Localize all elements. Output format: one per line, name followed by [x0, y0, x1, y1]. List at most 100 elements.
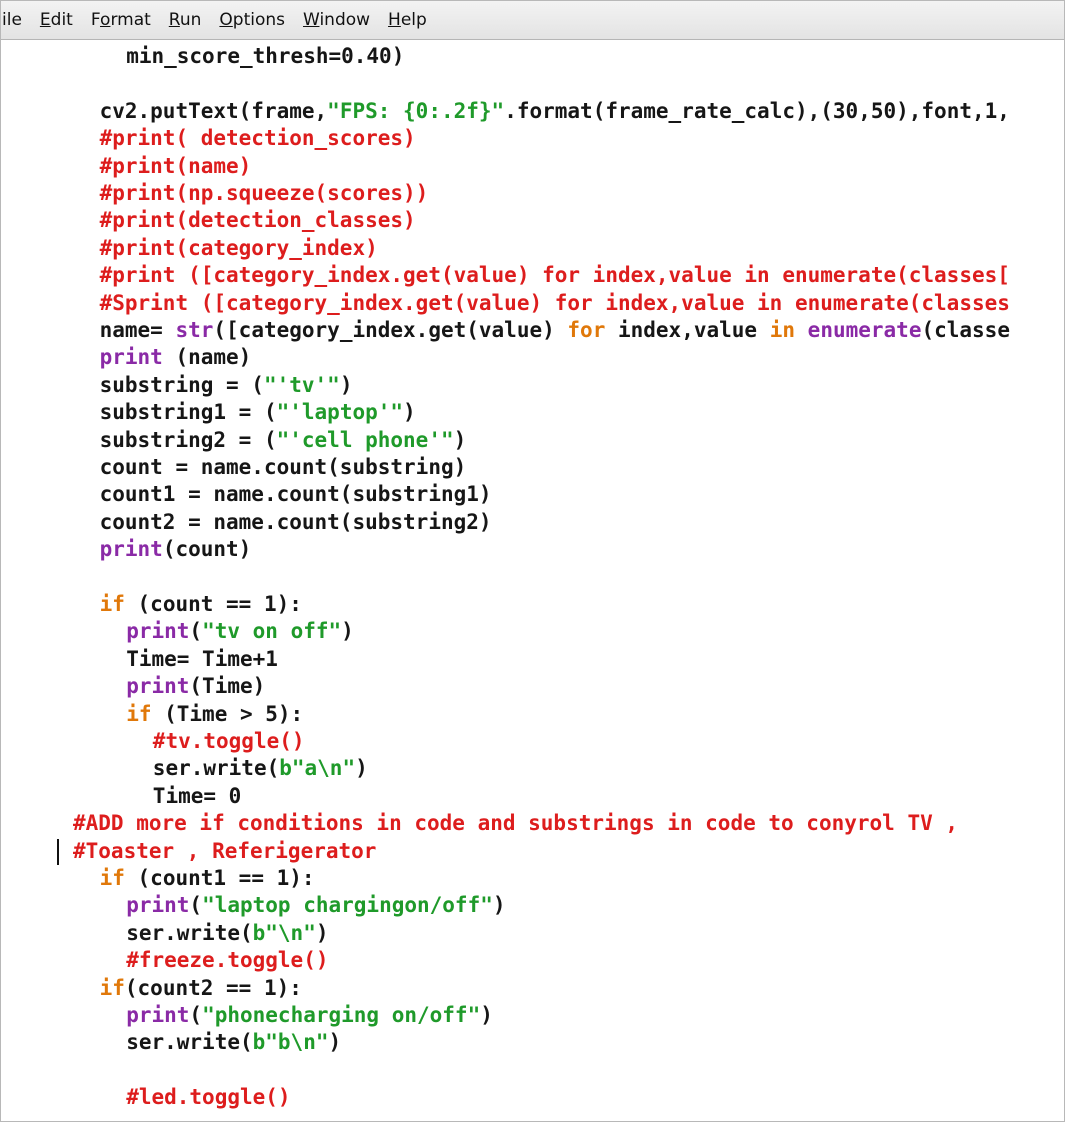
menu-bar: ile Edit Format Run Options Window Help: [1, 1, 1064, 40]
code-token: Time= 0: [152, 783, 242, 808]
code-token: (: [189, 1003, 203, 1027]
code-token: ): [403, 400, 416, 425]
code-token: (classe: [921, 318, 1010, 342]
code-token: ([category_index.get(value): [213, 318, 568, 342]
code-token: #print( detection_scores): [99, 126, 416, 151]
code-token: "laptop chargingon/off": [202, 893, 493, 918]
code-token: ): [355, 756, 368, 781]
code-token: ): [315, 920, 329, 945]
code-token: index,value: [605, 318, 770, 342]
code-line[interactable]: #print(np.squeeze(scores)): [100, 180, 429, 207]
menu-window[interactable]: Window: [303, 10, 371, 30]
code-token: cv2.putText(frame,: [99, 98, 328, 123]
code-line[interactable]: substring2 = ("'cell phone'"): [100, 427, 467, 454]
menu-options[interactable]: Options: [219, 10, 286, 30]
code-line[interactable]: #print(detection_classes): [100, 207, 416, 234]
code-token: #Sprint ([category_index.get(value) for …: [99, 290, 1010, 315]
code-line[interactable]: Time= 0: [153, 783, 242, 810]
code-line[interactable]: name= str([category_index.get(value) for…: [100, 317, 1010, 344]
code-token: (: [189, 893, 203, 918]
code-token: #ADD more if conditions in code and subs…: [73, 811, 959, 836]
code-token: .format(frame_rate_calc),(30,50),font,1,: [504, 98, 1010, 123]
code-token: "tv on off": [202, 619, 342, 644]
code-line[interactable]: #print ([category_index.get(value) for i…: [100, 262, 1010, 289]
code-token: print: [126, 674, 190, 699]
code-line[interactable]: ser.write(b"b\n"): [126, 1029, 341, 1056]
code-token: "'tv'": [263, 372, 340, 397]
code-token: for: [567, 318, 606, 342]
code-token: #freeze.toggle(): [126, 948, 329, 973]
code-token: name=: [99, 318, 176, 342]
code-line[interactable]: print(Time): [126, 673, 265, 700]
code-line[interactable]: #print( detection_scores): [100, 125, 416, 152]
code-line[interactable]: if (count == 1):: [100, 591, 302, 618]
code-line[interactable]: if(count2 == 1):: [100, 975, 302, 1002]
code-line[interactable]: count = name.count(substring): [100, 454, 467, 481]
code-token: substring = (: [99, 372, 264, 397]
code-token: ser.write(: [152, 756, 280, 781]
code-token: ): [339, 372, 353, 397]
code-line[interactable]: ser.write(b"\n"): [126, 920, 328, 947]
code-line[interactable]: #Toaster , Referigerator: [73, 838, 376, 865]
code-line[interactable]: if (count1 == 1):: [100, 865, 315, 892]
code-token: count = name.count(substring): [99, 455, 467, 479]
code-token: substring2 = (: [99, 427, 277, 452]
menu-format[interactable]: Format: [90, 10, 151, 30]
code-token: if: [99, 592, 125, 616]
code-line[interactable]: #ADD more if conditions in code and subs…: [73, 810, 958, 837]
code-line[interactable]: #print(category_index): [100, 235, 378, 262]
code-token: (: [189, 619, 203, 644]
code-token: #print(detection_classes): [99, 208, 416, 233]
code-token: (Time): [189, 674, 266, 699]
code-token: (count): [162, 537, 252, 562]
menu-run[interactable]: Run: [168, 10, 202, 30]
code-line[interactable]: substring1 = ("'laptop'"): [100, 399, 416, 426]
code-line[interactable]: #print(name): [100, 153, 252, 180]
code-token: #print(category_index): [99, 235, 378, 260]
code-token: enumerate: [807, 318, 922, 342]
code-token: (count == 1):: [124, 592, 302, 616]
code-token: #led.toggle(): [126, 1085, 291, 1110]
code-line[interactable]: cv2.putText(frame,"FPS: {0:.2f}".format(…: [100, 98, 1010, 125]
code-line[interactable]: print("phonecharging on/off"): [126, 1002, 493, 1029]
code-line[interactable]: #Sprint ([category_index.get(value) for …: [100, 290, 1010, 317]
code-token: str: [175, 318, 214, 342]
code-line[interactable]: print (name): [100, 344, 252, 371]
code-token: print: [126, 893, 190, 918]
code-token: ser.write(: [126, 920, 253, 945]
code-line[interactable]: print("laptop chargingon/off"): [126, 892, 505, 919]
code-line[interactable]: substring = ("'tv'"): [100, 372, 353, 399]
code-line[interactable]: print("tv on off"): [126, 618, 354, 645]
code-line[interactable]: count2 = name.count(substring2): [100, 509, 492, 536]
menu-ile[interactable]: ile: [2, 10, 22, 30]
code-token: "'laptop'": [276, 400, 404, 425]
menu-help[interactable]: Help: [388, 10, 427, 30]
code-token: if: [99, 866, 125, 890]
code-line[interactable]: if (Time > 5):: [126, 701, 303, 728]
code-line[interactable]: #tv.toggle(): [153, 728, 305, 755]
code-token: min_score_thresh=0.40): [126, 44, 405, 68]
code-token: ): [328, 1030, 342, 1055]
code-token: if: [126, 701, 152, 726]
code-line[interactable]: count1 = name.count(substring1): [100, 481, 492, 508]
code-editor[interactable]: min_score_thresh=0.40) cv2.putText(frame,…: [1, 40, 1064, 1121]
code-token: [795, 318, 808, 342]
code-line[interactable]: print(count): [100, 536, 252, 563]
code-line[interactable]: ser.write(b"a\n"): [153, 755, 368, 782]
code-line[interactable]: #led.toggle(): [126, 1084, 290, 1111]
code-token: count2 = name.count(substring2): [99, 509, 492, 534]
code-token: b"\n": [252, 920, 316, 945]
menu-edit[interactable]: Edit: [39, 10, 73, 30]
code-line[interactable]: #freeze.toggle(): [126, 947, 328, 974]
code-token: #Toaster , Referigerator: [73, 838, 377, 863]
code-token: ): [453, 427, 467, 452]
code-token: b"b\n": [252, 1030, 329, 1055]
code-token: ): [480, 1003, 493, 1027]
code-token: #tv.toggle(): [152, 729, 305, 753]
code-line[interactable]: Time= Time+1: [126, 646, 278, 673]
code-token: print: [99, 537, 163, 562]
code-token: "FPS: {0:.2f}": [327, 98, 505, 123]
code-line[interactable]: min_score_thresh=0.40): [126, 43, 404, 70]
code-token: count1 = name.count(substring1): [99, 482, 492, 507]
